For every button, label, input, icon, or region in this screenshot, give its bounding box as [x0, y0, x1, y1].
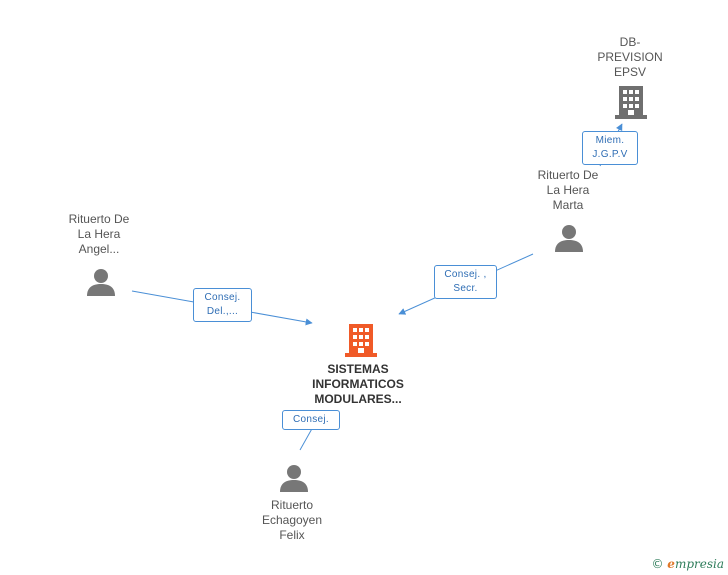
rel-felix-line-1: Consej. — [292, 414, 329, 425]
person-name-felix[interactable]: Rituerto Echagoyen Felix — [250, 498, 334, 543]
company-name-center[interactable]: SISTEMAS INFORMATICOS MODULARES... — [298, 362, 418, 407]
building-icon[interactable] — [615, 85, 647, 119]
marta-line-2: La Hera — [546, 183, 590, 197]
felix-line-3: Felix — [279, 528, 305, 542]
db-line-2: PREVISION — [597, 50, 663, 64]
angel-line-2: La Hera — [77, 227, 121, 241]
felix-line-1: Rituerto — [270, 498, 314, 512]
center-line-3: MODULARES... — [314, 392, 402, 406]
rel-angel-line-2: Del.,... — [206, 306, 239, 317]
empresia-logo[interactable]: © empresia — [651, 557, 724, 571]
angel-line-3: Angel... — [78, 242, 120, 256]
angel-line-1: Rituerto De — [68, 212, 130, 226]
person-name-angel[interactable]: Rituerto De La Hera Angel... — [57, 212, 141, 257]
center-line-1: SISTEMAS — [327, 362, 389, 376]
person-icon[interactable] — [554, 223, 584, 253]
person-name-marta[interactable]: Rituerto De La Hera Marta — [526, 168, 610, 213]
marta-line-1: Rituerto De — [537, 168, 599, 182]
relation-badge-felix[interactable]: Consej. — [282, 410, 340, 430]
db-line-1: DB- — [619, 35, 641, 49]
person-icon[interactable] — [279, 463, 309, 493]
relation-badge-marta-db[interactable]: Miem. J.G.P.V — [582, 131, 638, 165]
relation-badge-marta-center[interactable]: Consej. , Secr. — [434, 265, 497, 299]
company-name-db-prevision[interactable]: DB- PREVISION EPSV — [592, 35, 668, 80]
rel-marta-center-line-1: Consej. , — [444, 269, 487, 280]
brand-name: mpresia — [674, 557, 724, 571]
copyright-symbol: © — [651, 557, 664, 571]
db-line-3: EPSV — [613, 65, 646, 79]
rel-marta-center-line-2: Secr. — [453, 283, 478, 294]
marta-line-3: Marta — [552, 198, 584, 212]
relation-badge-angel[interactable]: Consej. Del.,... — [193, 288, 252, 322]
rel-marta-db-line-1: Miem. — [595, 135, 625, 146]
felix-line-2: Echagoyen — [261, 513, 323, 527]
center-line-2: INFORMATICOS — [312, 377, 404, 391]
rel-marta-db-line-2: J.G.P.V — [592, 149, 628, 160]
brand-initial: e — [667, 557, 675, 571]
person-icon[interactable] — [86, 267, 116, 297]
rel-angel-line-1: Consej. — [204, 292, 241, 303]
building-icon[interactable] — [345, 323, 377, 357]
